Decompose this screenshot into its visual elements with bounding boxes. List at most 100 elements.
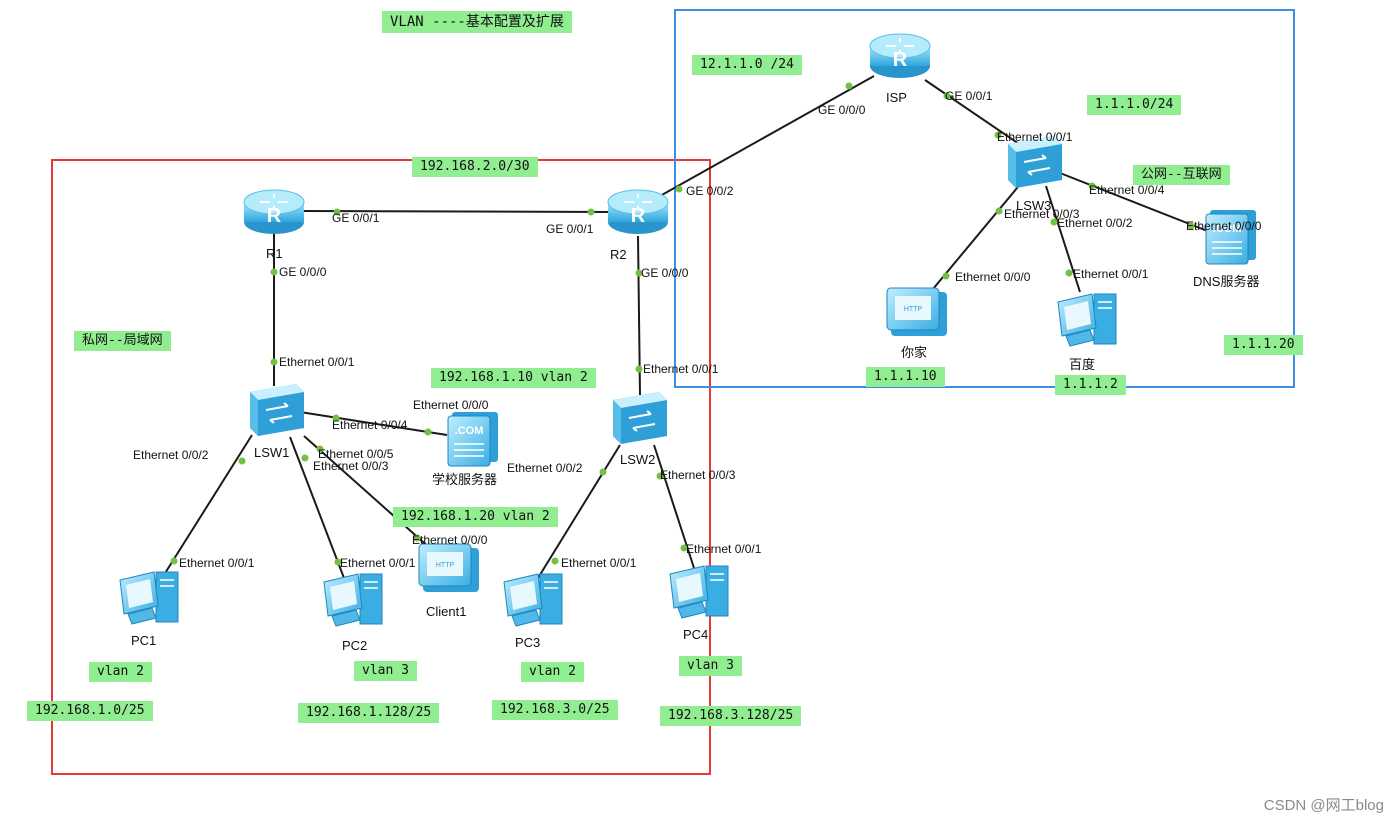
port-dot bbox=[994, 131, 1002, 139]
port-dot bbox=[943, 92, 951, 100]
port-label-r1-ge001: GE 0/0/1 bbox=[332, 211, 380, 225]
note-pc3-network: 192.168.3.0/25 bbox=[492, 700, 618, 720]
port-label-r1-ge000: GE 0/0/0 bbox=[279, 265, 327, 279]
port-dot bbox=[334, 558, 342, 566]
link-lsw1-pc2 bbox=[289, 436, 345, 579]
port-dot bbox=[316, 445, 324, 453]
link-lsw3-baidu bbox=[1045, 185, 1081, 293]
private-zone-label: 私网--局域网 bbox=[74, 331, 171, 351]
link-lsw3-dns bbox=[1059, 172, 1211, 233]
port-dot bbox=[845, 82, 853, 90]
device-name-lsw2: LSW2 bbox=[620, 452, 656, 467]
device-name-pc4: PC4 bbox=[683, 627, 709, 642]
note-pc1-vlan: vlan 2 bbox=[89, 662, 152, 682]
pc1-pc-icon[interactable] bbox=[119, 571, 179, 625]
device-name-baidu: 百度 bbox=[1069, 357, 1096, 372]
port-label-r2-ge002: GE 0/0/2 bbox=[686, 184, 734, 198]
device-name-r1: R1 bbox=[266, 246, 283, 261]
public-zone-label: 公网--互联网 bbox=[1133, 165, 1230, 185]
port-dot bbox=[413, 534, 421, 542]
client1-http-client-icon[interactable] bbox=[418, 543, 480, 593]
port-label-lsw1-e002: Ethernet 0/0/2 bbox=[133, 448, 209, 462]
watermark: CSDN @网工blog bbox=[1263, 797, 1384, 814]
note-r1r2-network: 192.168.2.0/30 bbox=[412, 157, 538, 177]
port-label-lsw1-e004: Ethernet 0/0/4 bbox=[332, 418, 408, 432]
note-school-server-ip: 192.168.1.10 vlan 2 bbox=[431, 368, 596, 388]
port-label-dns-e000: Ethernet 0/0/0 bbox=[1186, 219, 1262, 233]
port-label-lsw2-e002: Ethernet 0/0/2 bbox=[507, 461, 583, 475]
note-client1-ip: 192.168.1.20 vlan 2 bbox=[393, 507, 558, 527]
port-label-pc2-e001: Ethernet 0/0/1 bbox=[340, 556, 416, 570]
port-dot bbox=[635, 269, 643, 277]
isp-router-icon[interactable] bbox=[869, 33, 931, 79]
note-baidu-ip: 1.1.1.2 bbox=[1055, 375, 1126, 395]
port-label-lsw2-e003: Ethernet 0/0/3 bbox=[660, 468, 736, 482]
link-r2-isp bbox=[659, 75, 875, 197]
port-label-lsw3-e004: Ethernet 0/0/4 bbox=[1089, 183, 1165, 197]
port-label-lsw3-e003: Ethernet 0/0/3 bbox=[1004, 207, 1080, 221]
link-r1-r2 bbox=[301, 210, 613, 213]
port-dot bbox=[942, 272, 950, 280]
r2-router-icon[interactable] bbox=[607, 189, 669, 235]
port-dot bbox=[680, 544, 688, 552]
device-name-pc1: PC1 bbox=[131, 633, 157, 648]
port-dot bbox=[1065, 269, 1073, 277]
device-name-lsw1: LSW1 bbox=[254, 445, 290, 460]
port-label-lsw1-e003: Ethernet 0/0/3 bbox=[313, 459, 389, 473]
device-name-pc3: PC3 bbox=[515, 635, 541, 650]
private-zone-box bbox=[51, 159, 711, 775]
r1-router-icon[interactable] bbox=[243, 189, 305, 235]
port-label-client1-e000: Ethernet 0/0/0 bbox=[412, 533, 488, 547]
note-pc2-network: 192.168.1.128/25 bbox=[298, 703, 440, 723]
port-label-isp-ge000: GE 0/0/0 bbox=[818, 103, 866, 117]
public-zone-box bbox=[674, 9, 1295, 388]
baidu-pc-icon[interactable] bbox=[1057, 293, 1117, 347]
device-name-isp: ISP bbox=[886, 90, 907, 105]
port-dot bbox=[675, 185, 683, 193]
link-isp-lsw3 bbox=[924, 79, 1026, 149]
port-label-baidu-e001: Ethernet 0/0/1 bbox=[1073, 267, 1149, 281]
device-name-pc2: PC2 bbox=[342, 638, 368, 653]
port-dot bbox=[551, 557, 559, 565]
port-label-nijia-e000: Ethernet 0/0/0 bbox=[955, 270, 1031, 284]
port-dot bbox=[587, 208, 595, 216]
link-lsw1-school bbox=[299, 411, 448, 436]
port-label-r2-ge001: GE 0/0/1 bbox=[546, 222, 594, 236]
lsw2-switch-icon[interactable] bbox=[612, 391, 668, 445]
port-label-lsw1-e005: Ethernet 0/0/5 bbox=[318, 447, 394, 461]
note-public-network: 1.1.1.0/24 bbox=[1087, 95, 1182, 115]
device-name-nijia: 你家 bbox=[901, 345, 928, 360]
port-dots bbox=[170, 82, 1195, 566]
port-dot bbox=[333, 208, 341, 216]
port-label-lsw3-e002: Ethernet 0/0/2 bbox=[1057, 216, 1133, 230]
nijia-http-client-icon[interactable] bbox=[886, 287, 948, 337]
note-pc3-vlan: vlan 2 bbox=[521, 662, 584, 682]
port-dot bbox=[599, 468, 607, 476]
port-label-isp-ge001: GE 0/0/1 bbox=[945, 89, 993, 103]
device-name-client1: Client1 bbox=[426, 604, 467, 619]
note-pc4-vlan: vlan 3 bbox=[679, 656, 742, 676]
school-server-icon[interactable] bbox=[447, 411, 499, 467]
note-dns-ip: 1.1.1.20 bbox=[1224, 335, 1303, 355]
port-dot bbox=[301, 454, 309, 462]
device-name-school-server: 学校服务器 bbox=[432, 472, 498, 487]
port-label-r2-ge000: GE 0/0/0 bbox=[641, 266, 689, 280]
pc2-pc-icon[interactable] bbox=[323, 573, 383, 627]
note-pc4-network: 192.168.3.128/25 bbox=[660, 706, 802, 726]
port-label-pc3-e001: Ethernet 0/0/1 bbox=[561, 556, 637, 570]
port-dot bbox=[238, 457, 246, 465]
lsw1-switch-icon[interactable] bbox=[249, 383, 305, 437]
port-dot bbox=[635, 365, 643, 373]
pc3-pc-icon[interactable] bbox=[503, 573, 563, 627]
device-name-dns-server: DNS服务器 bbox=[1193, 274, 1260, 289]
port-dot bbox=[170, 557, 178, 565]
link-lsw1-pc1 bbox=[161, 434, 253, 579]
pc4-pc-icon[interactable] bbox=[669, 565, 729, 619]
port-dot bbox=[332, 414, 340, 422]
port-dot bbox=[424, 428, 432, 436]
port-label-lsw2-e001: Ethernet 0/0/1 bbox=[643, 362, 719, 376]
device-name-r2: R2 bbox=[610, 247, 627, 262]
port-dot bbox=[1050, 218, 1058, 226]
note-pc2-vlan: vlan 3 bbox=[354, 661, 417, 681]
